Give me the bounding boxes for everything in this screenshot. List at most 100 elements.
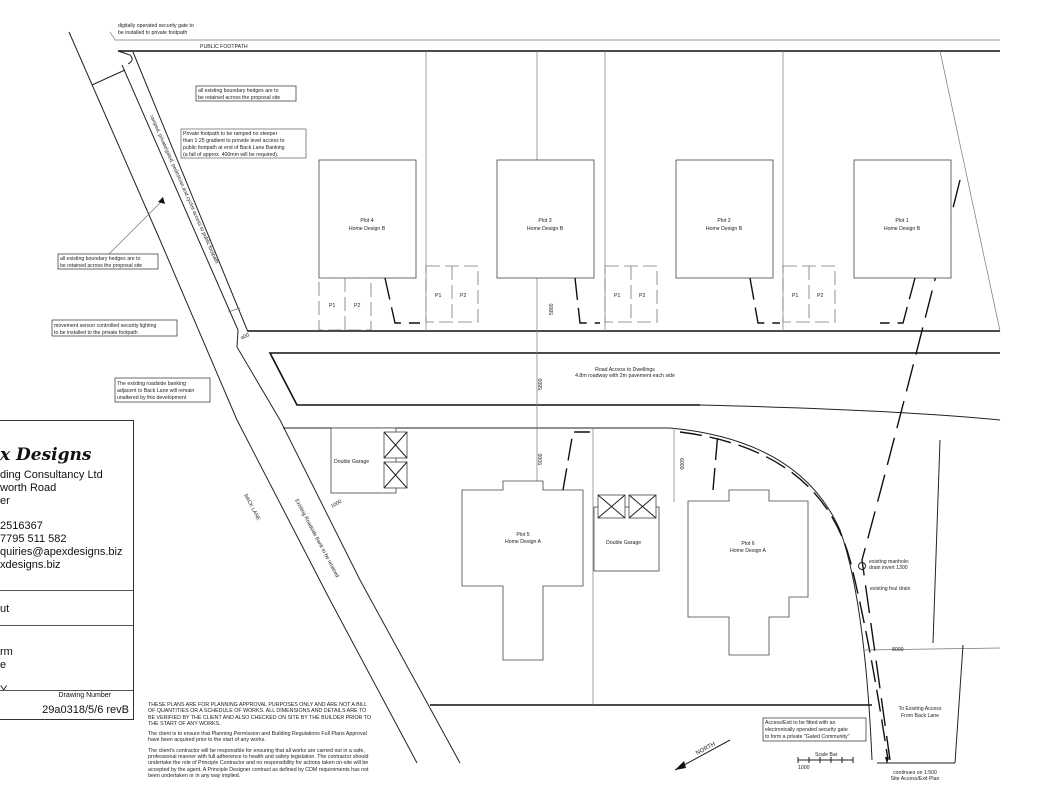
mobile: 7795 511 582 bbox=[0, 533, 67, 545]
arrow-icon bbox=[885, 757, 889, 764]
svg-text:Home Design A: Home Design A bbox=[730, 548, 767, 554]
private-footpath-west-edge bbox=[121, 64, 461, 764]
svg-text:adjacent to Back Lane will rem: adjacent to Back Lane will remain bbox=[117, 388, 194, 394]
svg-text:than 1:25 gradient to provide: than 1:25 gradient to provide level acce… bbox=[183, 138, 285, 144]
svg-text:Road Access to Dwellings: Road Access to Dwellings bbox=[595, 367, 655, 373]
svg-text:movement sensor controlled sec: movement sensor controlled security ligh… bbox=[54, 323, 156, 329]
plot-label: Plot 1 bbox=[895, 218, 908, 224]
svg-text:all existing boundary hedges a: all existing boundary hedges are to bbox=[60, 256, 141, 262]
double-garage-2: Double Garage bbox=[593, 494, 660, 572]
foul-drain-line bbox=[861, 179, 961, 761]
gate-note: digitally operated security gate to be i… bbox=[118, 23, 194, 36]
svg-text:P1: P1 bbox=[329, 303, 335, 309]
dimension-label: 400 bbox=[240, 332, 251, 342]
plot-1: Plot 1 Home Design B bbox=[853, 159, 952, 279]
client-line: rm bbox=[0, 646, 13, 658]
dimension-label: 5800 bbox=[549, 303, 555, 315]
plot-design-label: Home Design B bbox=[527, 226, 564, 232]
plot-4: Plot 4 Home Design B bbox=[318, 159, 417, 279]
manhole-icon bbox=[858, 562, 866, 570]
dimension-label: 5800 bbox=[538, 378, 544, 390]
ramp-note: Private footpath to be ramped no steeper… bbox=[180, 128, 307, 159]
svg-text:P2: P2 bbox=[639, 293, 645, 299]
gate-symbol bbox=[117, 50, 133, 65]
scale-bar: Scale Bar 1000 bbox=[797, 752, 854, 771]
svg-text:existing manhole:: existing manhole: bbox=[869, 559, 909, 565]
foul-drain-label: existing foul drain bbox=[870, 586, 910, 592]
road-south-edge bbox=[283, 427, 873, 761]
svg-text:Access/Exit to be fitted with: Access/Exit to be fitted with an bbox=[765, 720, 835, 726]
road-kerb-dashed bbox=[679, 431, 889, 761]
svg-text:Plot 6: Plot 6 bbox=[741, 541, 754, 547]
svg-text:be installed to private footpa: be installed to private footpath bbox=[118, 30, 187, 36]
drawing-number-label: Drawing Number bbox=[58, 692, 111, 699]
access-east-edge bbox=[954, 644, 964, 764]
parking-plot-4: P1 P2 bbox=[318, 277, 420, 331]
site-east-boundary-south bbox=[932, 439, 941, 644]
svg-text:P1: P1 bbox=[435, 293, 441, 299]
plot-label: Plot 4 bbox=[360, 218, 373, 224]
north-arrow: NORTH bbox=[674, 739, 731, 771]
manhole-note: existing manhole: drain invert 1300 bbox=[869, 559, 909, 571]
email: quiries@apexdesigns.biz bbox=[0, 546, 123, 558]
plot-label: Plot 3 bbox=[538, 218, 551, 224]
plot-5: Plot 5 Home Design A bbox=[461, 431, 590, 661]
svg-text:4.8m roadway with 2m pavement: 4.8m roadway with 2m pavement each side bbox=[575, 373, 675, 379]
north-arrow-icon bbox=[675, 761, 686, 770]
svg-text:digitally operated security ga: digitally operated security gate to bbox=[118, 23, 194, 29]
road-access-label: Road Access to Dwellings 4.8m roadway wi… bbox=[575, 367, 675, 379]
svg-text:To Existing Access: To Existing Access bbox=[899, 706, 942, 712]
client-line: Y bbox=[0, 684, 8, 691]
gate-leader-line bbox=[109, 31, 1000, 41]
website: xdesigns.biz bbox=[0, 559, 61, 571]
leader-line bbox=[107, 199, 164, 256]
svg-text:electronically operated securi: electronically operated security gate bbox=[765, 727, 848, 733]
svg-text:P2: P2 bbox=[460, 293, 466, 299]
svg-text:Private footpath to be ramped: Private footpath to be ramped no steeper bbox=[183, 131, 278, 137]
note-paragraph: THESE PLANS ARE FOR PLANNING APPROVAL PU… bbox=[148, 702, 372, 727]
svg-text:P2: P2 bbox=[354, 303, 360, 309]
double-garage-1: Double Garage bbox=[330, 427, 408, 494]
dimension-8000-line bbox=[864, 647, 1001, 651]
plot-design-label: Home Design B bbox=[884, 226, 921, 232]
disclaimer-notes: THESE PLANS ARE FOR PLANNING APPROVAL PU… bbox=[148, 702, 373, 783]
address-line: worth Road bbox=[0, 482, 57, 494]
drawing-number: 29a0318/5/6 revB bbox=[42, 704, 129, 716]
svg-text:P1: P1 bbox=[792, 293, 798, 299]
svg-text:be retained across the proposa: be retained across the proposal site bbox=[198, 95, 280, 101]
road-north-edge bbox=[268, 352, 1000, 406]
public-footpath-label: PUBLIC FOOTPATH bbox=[200, 44, 248, 50]
back-lane-label: BACK LANE bbox=[242, 493, 261, 522]
svg-text:unaltered by this development: unaltered by this development bbox=[117, 395, 187, 401]
svg-text:Home Design A: Home Design A bbox=[505, 539, 542, 545]
address-line: er bbox=[0, 495, 10, 507]
svg-text:to be installed to the private: to be installed to the private footpath bbox=[54, 330, 138, 336]
plot-label: Plot 2 bbox=[717, 218, 730, 224]
svg-text:P2: P2 bbox=[817, 293, 823, 299]
company-name: ding Consultancy Ltd bbox=[0, 469, 103, 481]
svg-text:P1: P1 bbox=[614, 293, 620, 299]
svg-text:public footpath at end of Back: public footpath at end of Back Lane Bank… bbox=[183, 145, 285, 151]
svg-text:drain invert 1300: drain invert 1300 bbox=[869, 565, 908, 571]
plot-design-label: Home Design B bbox=[706, 226, 743, 232]
svg-text:all existing boundary hedges a: all existing boundary hedges are to bbox=[198, 88, 279, 94]
svg-text:be retained across the proposa: be retained across the proposal site bbox=[60, 263, 142, 269]
plot-design-label: Home Design B bbox=[349, 226, 386, 232]
svg-text:Scale Bar: Scale Bar bbox=[815, 752, 838, 758]
parking-plot-2: P1 P2 bbox=[604, 265, 780, 324]
svg-text:1000: 1000 bbox=[798, 765, 810, 771]
note-paragraph: The client is to ensure that Planning Pe… bbox=[148, 731, 367, 744]
svg-text:Double Garage: Double Garage bbox=[606, 540, 641, 546]
svg-text:continues on 1:500: continues on 1:500 bbox=[893, 770, 937, 776]
banking-note: The existing roadside banking adjacent t… bbox=[114, 377, 211, 403]
site-east-boundary bbox=[939, 50, 1001, 332]
svg-text:Double Garage: Double Garage bbox=[334, 459, 369, 465]
dimension-label: 1000 bbox=[330, 499, 343, 510]
lighting-note: movement sensor controlled security ligh… bbox=[51, 319, 178, 337]
drawing-number-section: Drawing Number 29a0318/5/6 revB bbox=[0, 690, 133, 719]
arrow-icon bbox=[158, 197, 165, 204]
hedges-note-left: all existing boundary hedges are to be r… bbox=[57, 253, 159, 270]
plot-6: Plot 6 Home Design A bbox=[687, 431, 809, 656]
svg-text:to form a private "Gated Commu: to form a private "Gated Community" bbox=[765, 734, 850, 740]
hedges-note-top: all existing boundary hedges are to be r… bbox=[195, 85, 297, 102]
